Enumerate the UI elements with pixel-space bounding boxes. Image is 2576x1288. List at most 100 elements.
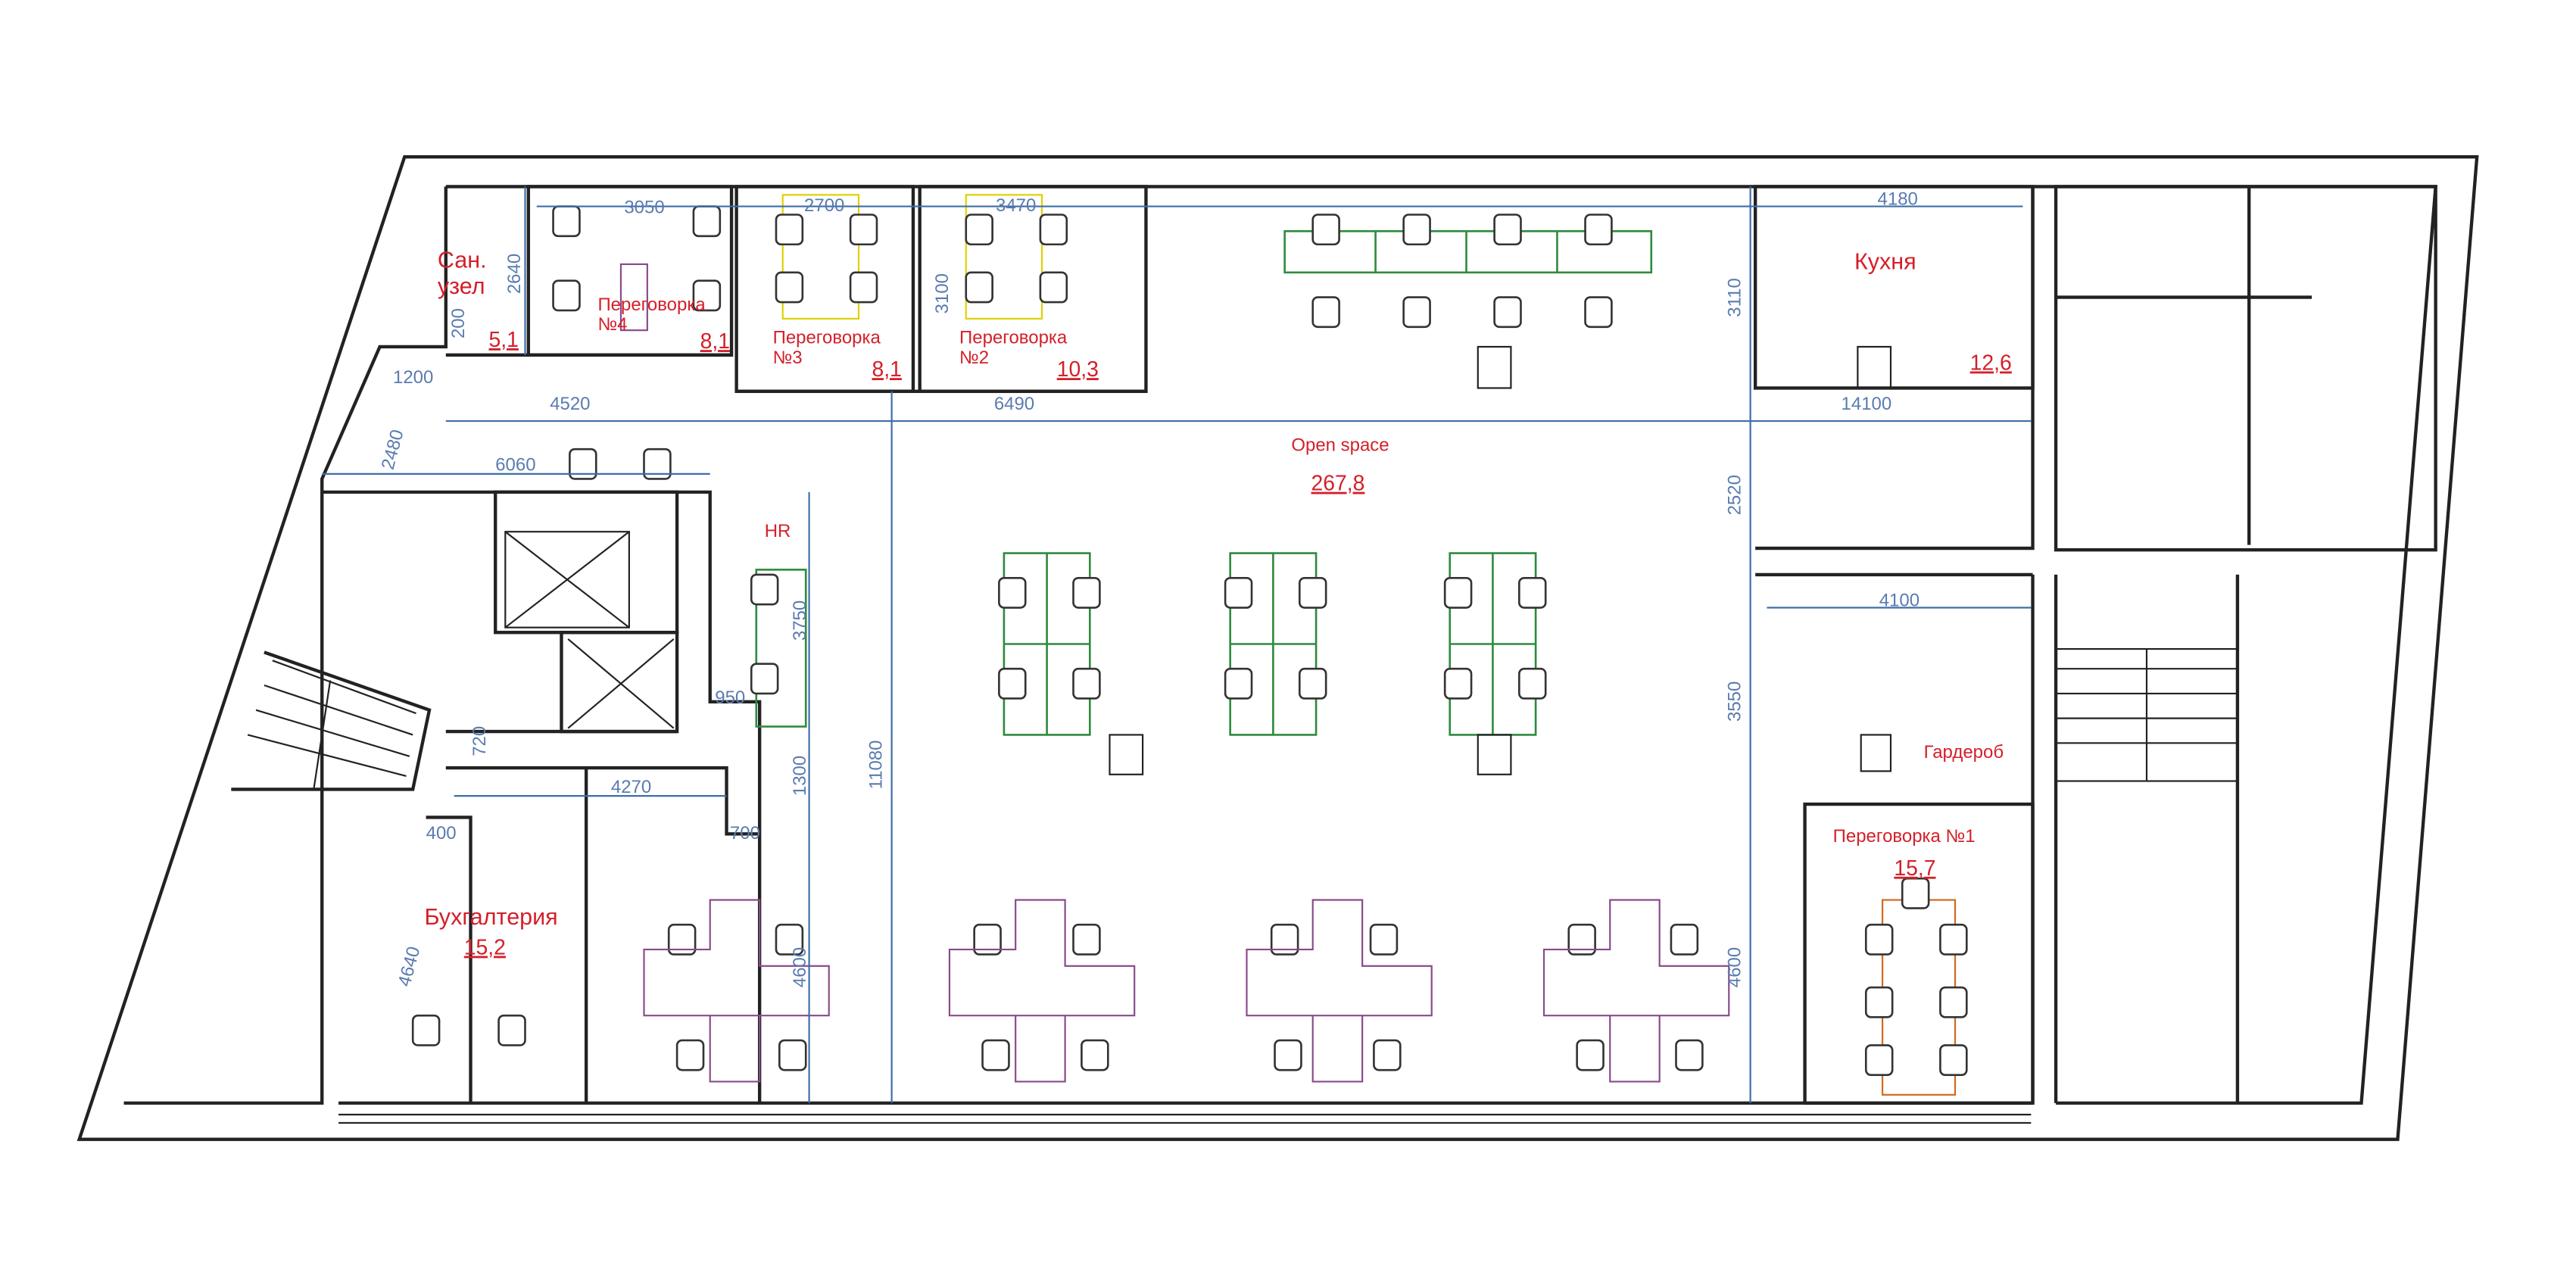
chair-icon <box>675 1039 705 1071</box>
dim-label: 4640 <box>395 944 425 988</box>
chair-icon <box>1493 214 1522 246</box>
chair-icon <box>1270 923 1299 956</box>
chair-icon <box>1039 271 1068 304</box>
chair-icon <box>1402 296 1431 329</box>
chair-icon <box>1584 214 1613 246</box>
chair-icon <box>1493 296 1522 329</box>
room-open-space-label: Open space <box>1291 435 1389 455</box>
dim-label: 2480 <box>378 428 408 472</box>
chair-icon <box>778 1039 807 1071</box>
chair-icon <box>1369 923 1399 956</box>
room-wc-label: Сан. <box>438 247 487 273</box>
outer-walls <box>76 154 2479 1141</box>
chair-icon <box>1517 667 1547 700</box>
chair-icon <box>1373 1039 1402 1071</box>
chair-icon <box>1072 667 1101 700</box>
room-meeting4-label: Переговорка <box>597 295 706 315</box>
chair-icon <box>1670 923 1699 956</box>
chair-icon <box>1864 923 1894 956</box>
room-wc-label: узел <box>438 273 485 299</box>
room-meeting1-area: 15,7 <box>1894 856 1935 881</box>
chair-icon <box>1224 667 1253 700</box>
chair-icon <box>750 663 779 695</box>
room-meeting3-label: №3 <box>773 348 803 368</box>
dim-label: 4100 <box>1879 590 1920 610</box>
chair-icon <box>1081 1039 1109 1071</box>
desk-cluster <box>1542 899 1730 1083</box>
chair-icon <box>552 205 581 238</box>
dim-label: 200 <box>448 308 469 338</box>
chair-icon <box>1567 923 1596 956</box>
room-meeting2-area: 10,3 <box>1057 357 1099 382</box>
dim-label: 720 <box>469 726 490 756</box>
room-kitchen-label: Кухня <box>1854 248 1916 274</box>
dim-label: 700 <box>730 823 760 844</box>
chair-icon <box>1675 1039 1704 1071</box>
dim-label: 6490 <box>994 394 1034 414</box>
chair-icon <box>692 279 722 312</box>
interior-walls <box>231 185 2437 1105</box>
dim-label: 2700 <box>804 195 844 216</box>
desk-cluster <box>1246 899 1433 1083</box>
dim-label: 11080 <box>866 741 887 790</box>
chair-icon <box>411 1014 441 1046</box>
dim-label: 4600 <box>790 947 810 987</box>
chair-icon <box>1864 1044 1894 1076</box>
chair-icon <box>1298 667 1327 700</box>
stairs <box>247 649 2238 790</box>
dim-label: 4520 <box>550 394 590 414</box>
dimension-lines <box>322 186 2032 1103</box>
chair-icon <box>981 1039 1010 1071</box>
chair-icon <box>775 271 804 304</box>
chair-icon <box>750 573 779 606</box>
chair-icon <box>1939 986 1968 1018</box>
chair-icon <box>998 576 1027 609</box>
chair-icon <box>1901 877 1930 909</box>
chair-icon <box>1274 1039 1302 1071</box>
chair-icon <box>1298 576 1327 609</box>
chair-icon <box>1576 1039 1605 1071</box>
room-kitchen-area: 12,6 <box>1970 351 2012 375</box>
room-meeting3-area: 8,1 <box>872 357 901 382</box>
chair-icon <box>998 667 1027 700</box>
dim-label: 6060 <box>495 455 535 476</box>
chair-icon <box>569 448 597 480</box>
room-meeting4-label: №4 <box>597 314 627 335</box>
dim-label: 400 <box>426 823 457 844</box>
desk-cluster <box>948 899 1136 1083</box>
dim-label: 3470 <box>996 195 1036 216</box>
chair-icon <box>849 214 878 246</box>
dim-label: 14100 <box>1842 394 1892 414</box>
room-accounting-area: 15,2 <box>464 935 506 959</box>
room-meeting1-label: Переговорка №1 <box>1833 826 1976 847</box>
chair-icon <box>1443 576 1473 609</box>
chair-icon <box>1072 576 1101 609</box>
chair-icon <box>692 205 722 238</box>
chair-icon <box>552 279 581 312</box>
chair-icon <box>965 214 993 246</box>
dim-label: 3050 <box>624 197 664 217</box>
chair-icon <box>643 448 672 480</box>
room-wardrobe-label: Гардероб <box>1924 742 2004 763</box>
chair-icon <box>1311 214 1340 246</box>
room-labels: Сан. узел 5,1 Переговорка №4 8,1 Перегов… <box>424 247 2011 959</box>
dim-label: 950 <box>715 688 745 708</box>
chair-icon <box>1039 214 1068 246</box>
desk-cluster <box>643 899 830 1083</box>
room-meeting3-label: Переговорка <box>773 328 881 348</box>
chair-icon <box>1402 214 1431 246</box>
room-meeting4-area: 8,1 <box>700 329 730 354</box>
dimension-labels: 3050 2700 3470 2640 3100 200 1200 4520 6… <box>378 189 1920 988</box>
chair-icon <box>775 214 804 246</box>
dim-label: 3100 <box>932 273 953 313</box>
dim-label: 1300 <box>790 756 810 796</box>
chair-icon <box>1224 576 1253 609</box>
dim-label: 4180 <box>1878 189 1918 209</box>
furniture <box>411 194 1968 1096</box>
chair-icon <box>1311 296 1340 329</box>
chair-icon <box>1939 1044 1968 1076</box>
room-meeting2-label: Переговорка <box>959 328 1068 348</box>
dim-label: 3750 <box>790 600 810 641</box>
room-wc-area: 5,1 <box>489 328 519 352</box>
room-meeting2-label: №2 <box>959 348 989 368</box>
